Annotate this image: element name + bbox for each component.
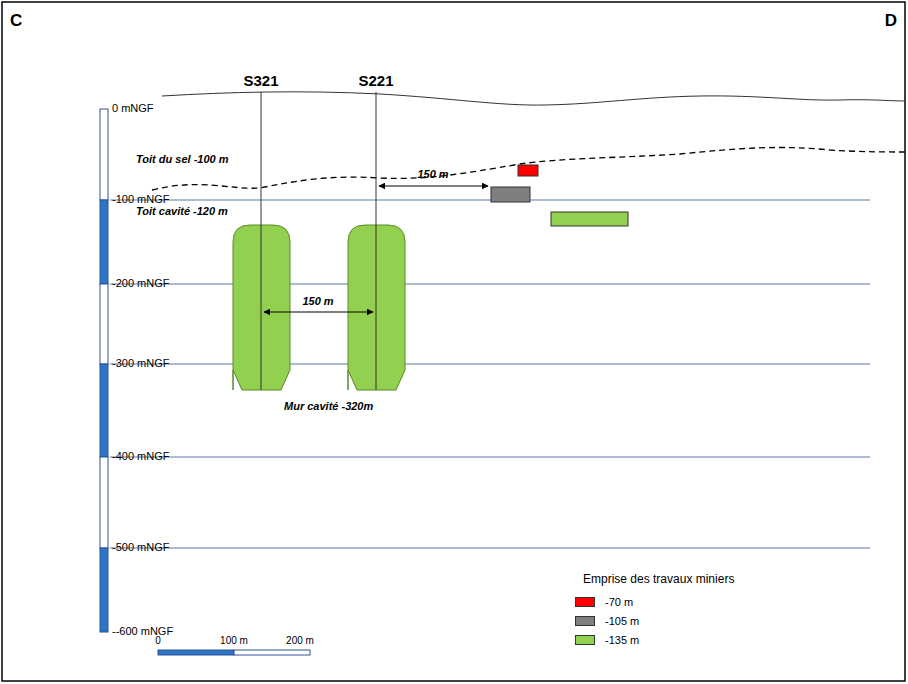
- depth-label: --600 mNGF: [112, 626, 173, 637]
- well-line: [376, 92, 377, 390]
- dimension-label: 150 m: [417, 169, 448, 180]
- legend-swatch: [575, 635, 595, 645]
- legend-text: -70 m: [605, 596, 633, 608]
- legend-text: -135 m: [605, 634, 639, 646]
- depth-lines: [110, 200, 870, 548]
- well-line: [261, 92, 262, 390]
- horizon-label: Toit cavité -120 m: [136, 206, 228, 217]
- legend-entry: -135 m: [575, 634, 639, 646]
- dimension-label: 150 m: [302, 296, 333, 307]
- horizon-label: Toit du sel -100 m: [136, 154, 229, 165]
- depth-label: -400 mNGF: [112, 451, 169, 462]
- well-name: S221: [358, 73, 393, 88]
- horizontal-scale-bar: [158, 650, 310, 655]
- depth-scale-bar: [100, 109, 108, 632]
- legend-heading: Emprise des travaux miniers: [583, 573, 734, 585]
- horizon-label: Mur cavité -320m: [284, 401, 373, 412]
- depth-label: 0 mNGF: [112, 103, 154, 114]
- legend-entry: -105 m: [575, 615, 639, 627]
- scale-label: 0: [155, 636, 161, 646]
- dimension-arrow: [379, 186, 488, 187]
- legend-swatch: [575, 597, 595, 607]
- well-name: S321: [243, 73, 278, 88]
- corner-letter: C: [10, 12, 22, 29]
- scale-label: 200 m: [286, 636, 314, 646]
- depth-label: -200 mNGF: [112, 278, 169, 289]
- depth-label: -100 mNGF: [112, 194, 169, 205]
- legend-text: -105 m: [605, 615, 639, 627]
- legend-entry: -70 m: [575, 596, 633, 608]
- depth-label: -500 mNGF: [112, 542, 169, 553]
- dimension-arrow: [264, 312, 373, 313]
- corner-letter: D: [885, 12, 897, 29]
- legend-swatch: [575, 616, 595, 626]
- scale-label: 100 m: [220, 636, 248, 646]
- mining-works-105: [491, 187, 530, 202]
- salt-top-line: [152, 147, 905, 190]
- mining-works-135: [551, 212, 628, 226]
- depth-label: -300 mNGF: [112, 358, 169, 369]
- mining-works-70: [518, 165, 538, 176]
- ground-surface: [162, 92, 905, 105]
